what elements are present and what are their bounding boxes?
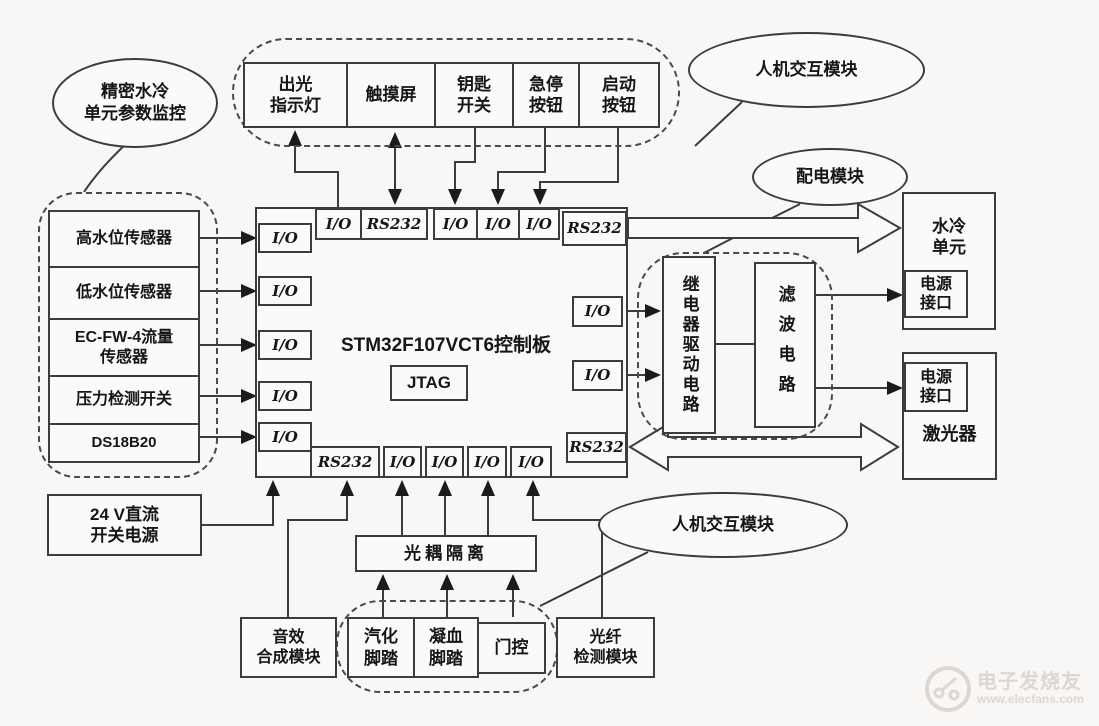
port-io-top-2: I/O [433, 208, 478, 240]
laser-label: 激光器 [922, 424, 977, 444]
port-rs232-right-top: RS232 [562, 211, 627, 246]
box-touch-screen: 触摸屏 [346, 62, 436, 128]
box-laser-power-interface: 电源 接口 [904, 362, 968, 412]
port-io-left-4: I/O [258, 381, 312, 411]
watermark-brand: 电子发烧友 [977, 671, 1082, 694]
box-pressure-switch: 压力检测开关 [48, 375, 200, 425]
box-jtag: JTAG [390, 365, 468, 401]
callout-hmi-bottom: 人机交互模块 [598, 492, 848, 558]
port-io-left-3: I/O [258, 330, 312, 360]
port-io-top-3: I/O [476, 208, 520, 240]
port-io-top-1: I/O [315, 208, 362, 240]
port-io-bottom-1: I/O [383, 446, 422, 478]
controller-title: STM32F107VCT6控制板 [340, 335, 552, 356]
box-flow-sensor: EC-FW-4流量 传感器 [48, 318, 200, 377]
elecfans-logo-icon [925, 666, 971, 712]
controller-board [255, 207, 628, 478]
port-io-left-1: I/O [258, 223, 312, 253]
box-relay-driver: 继电器驱动电路 [662, 256, 716, 434]
callout-hmi-top: 人机交互模块 [688, 32, 925, 108]
tail-monitor-callout [83, 141, 129, 193]
port-io-bottom-4: I/O [510, 446, 552, 478]
watermark-url: www.elecfans.com [977, 692, 1084, 707]
box-audio-synth-module: 音效 合成模块 [240, 617, 337, 678]
port-io-left-5: I/O [258, 422, 312, 452]
port-rs232-right-bottom: RS232 [566, 432, 627, 463]
tail-hmi-top-callout [694, 101, 743, 147]
box-24v-power: 24 V直流 开关电源 [47, 494, 202, 556]
box-high-water-sensor: 高水位传感器 [48, 210, 200, 268]
sensor-group [38, 192, 218, 478]
box-vapor-pedal: 汽化 脚踏 [347, 617, 415, 678]
power-distribution-group [637, 252, 833, 440]
tail-hmi-bottom-callout [539, 551, 649, 607]
port-rs232-bottom: RS232 [310, 446, 380, 478]
port-rs232-top: RS232 [360, 208, 428, 240]
port-io-bottom-3: I/O [467, 446, 507, 478]
box-filter-circuit: 滤波电路 [754, 262, 816, 428]
box-start-button: 启动 按钮 [578, 62, 660, 128]
box-low-water-sensor: 低水位传感器 [48, 266, 200, 320]
hmi-buttons-group [232, 38, 680, 147]
box-water-power-interface: 电源 接口 [904, 270, 968, 318]
box-emergency-stop: 急停 按钮 [512, 62, 580, 128]
box-coagulation-pedal: 凝血 脚踏 [413, 617, 479, 678]
box-fiber-detect-module: 光纤 检测模块 [556, 617, 655, 678]
callout-water-monitor: 精密水冷 单元参数监控 [52, 58, 218, 148]
watermark: 电子发烧友 www.elecfans.com [925, 658, 1093, 720]
port-io-right-2: I/O [572, 360, 623, 391]
port-io-bottom-2: I/O [425, 446, 464, 478]
port-io-right-1: I/O [572, 296, 623, 327]
box-door-control: 门控 [477, 622, 546, 674]
box-light-indicator: 出光 指示灯 [243, 62, 348, 128]
box-opto-isolation: 光耦隔离 [355, 535, 537, 572]
box-ds18b20: DS18B20 [48, 423, 200, 463]
port-io-top-4: I/O [518, 208, 560, 240]
port-io-left-2: I/O [258, 276, 312, 306]
callout-power-distribution: 配电模块 [752, 148, 908, 206]
box-key-switch: 钥匙 开关 [434, 62, 514, 128]
hollow-arrow-rs232-to-water-unit [627, 202, 903, 254]
